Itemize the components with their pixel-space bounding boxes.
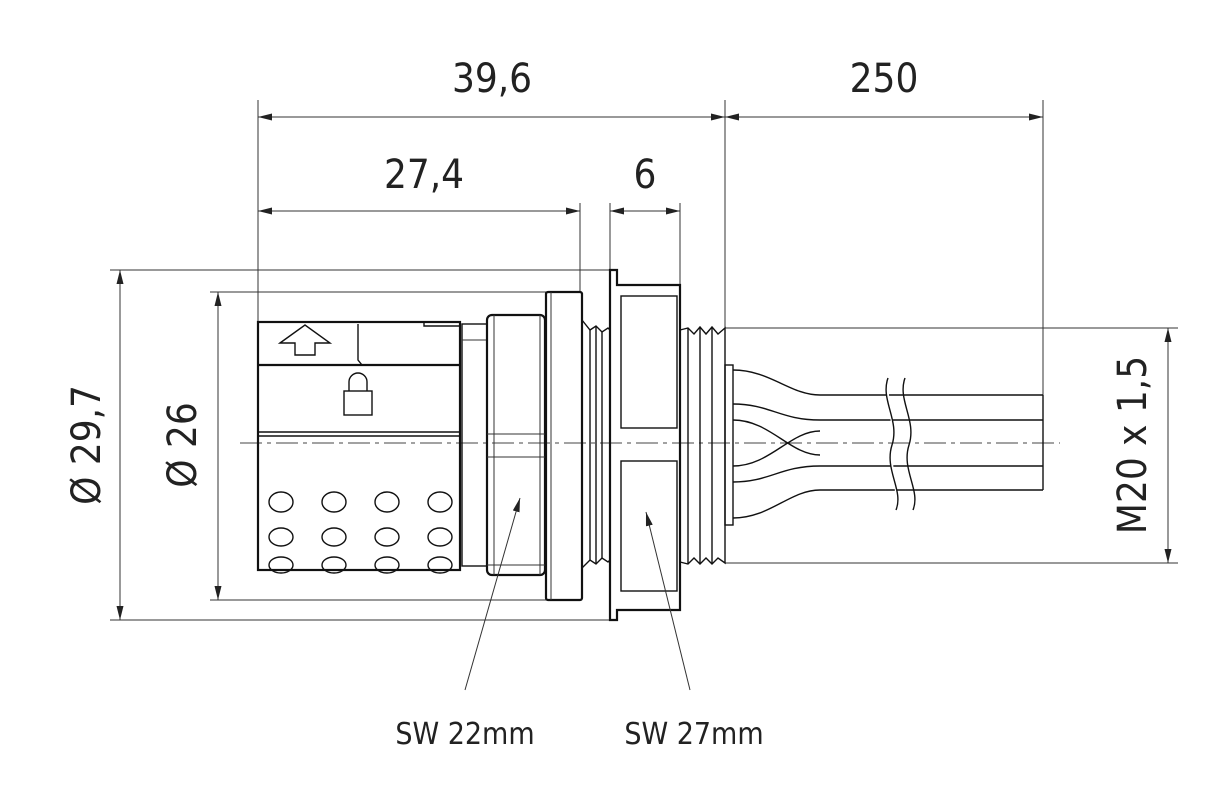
thread-front: [679, 325, 726, 565]
arrow-up-icon: [277, 324, 333, 356]
dim-front-length: 27,4: [384, 152, 464, 198]
hex-nut-sw22: [461, 313, 547, 577]
panel-nut-sw27: [608, 268, 682, 622]
dim-panel-thickness: 6: [634, 152, 657, 198]
dim-body-diameter: Ø 26: [160, 402, 206, 488]
contact-holes: [268, 491, 453, 574]
flange: [544, 290, 584, 602]
connector-front-housing: [256, 320, 462, 574]
label-sw27: SW 27mm: [624, 717, 763, 752]
lock-icon: [343, 372, 373, 416]
break-line: [885, 377, 899, 511]
leader-lines: [464, 497, 691, 691]
dimension-lines: [116, 113, 1172, 620]
extension-lines: [110, 100, 1178, 621]
dim-cable-length: 250: [850, 56, 919, 102]
dim-thread: M20 x 1,5: [1110, 356, 1156, 534]
thread-rear: [581, 319, 611, 569]
dim-overall-length: 39,6: [452, 56, 532, 102]
dim-flange-diameter: Ø 29,7: [64, 385, 110, 505]
label-sw22: SW 22mm: [395, 717, 534, 752]
cable: [724, 364, 1044, 526]
